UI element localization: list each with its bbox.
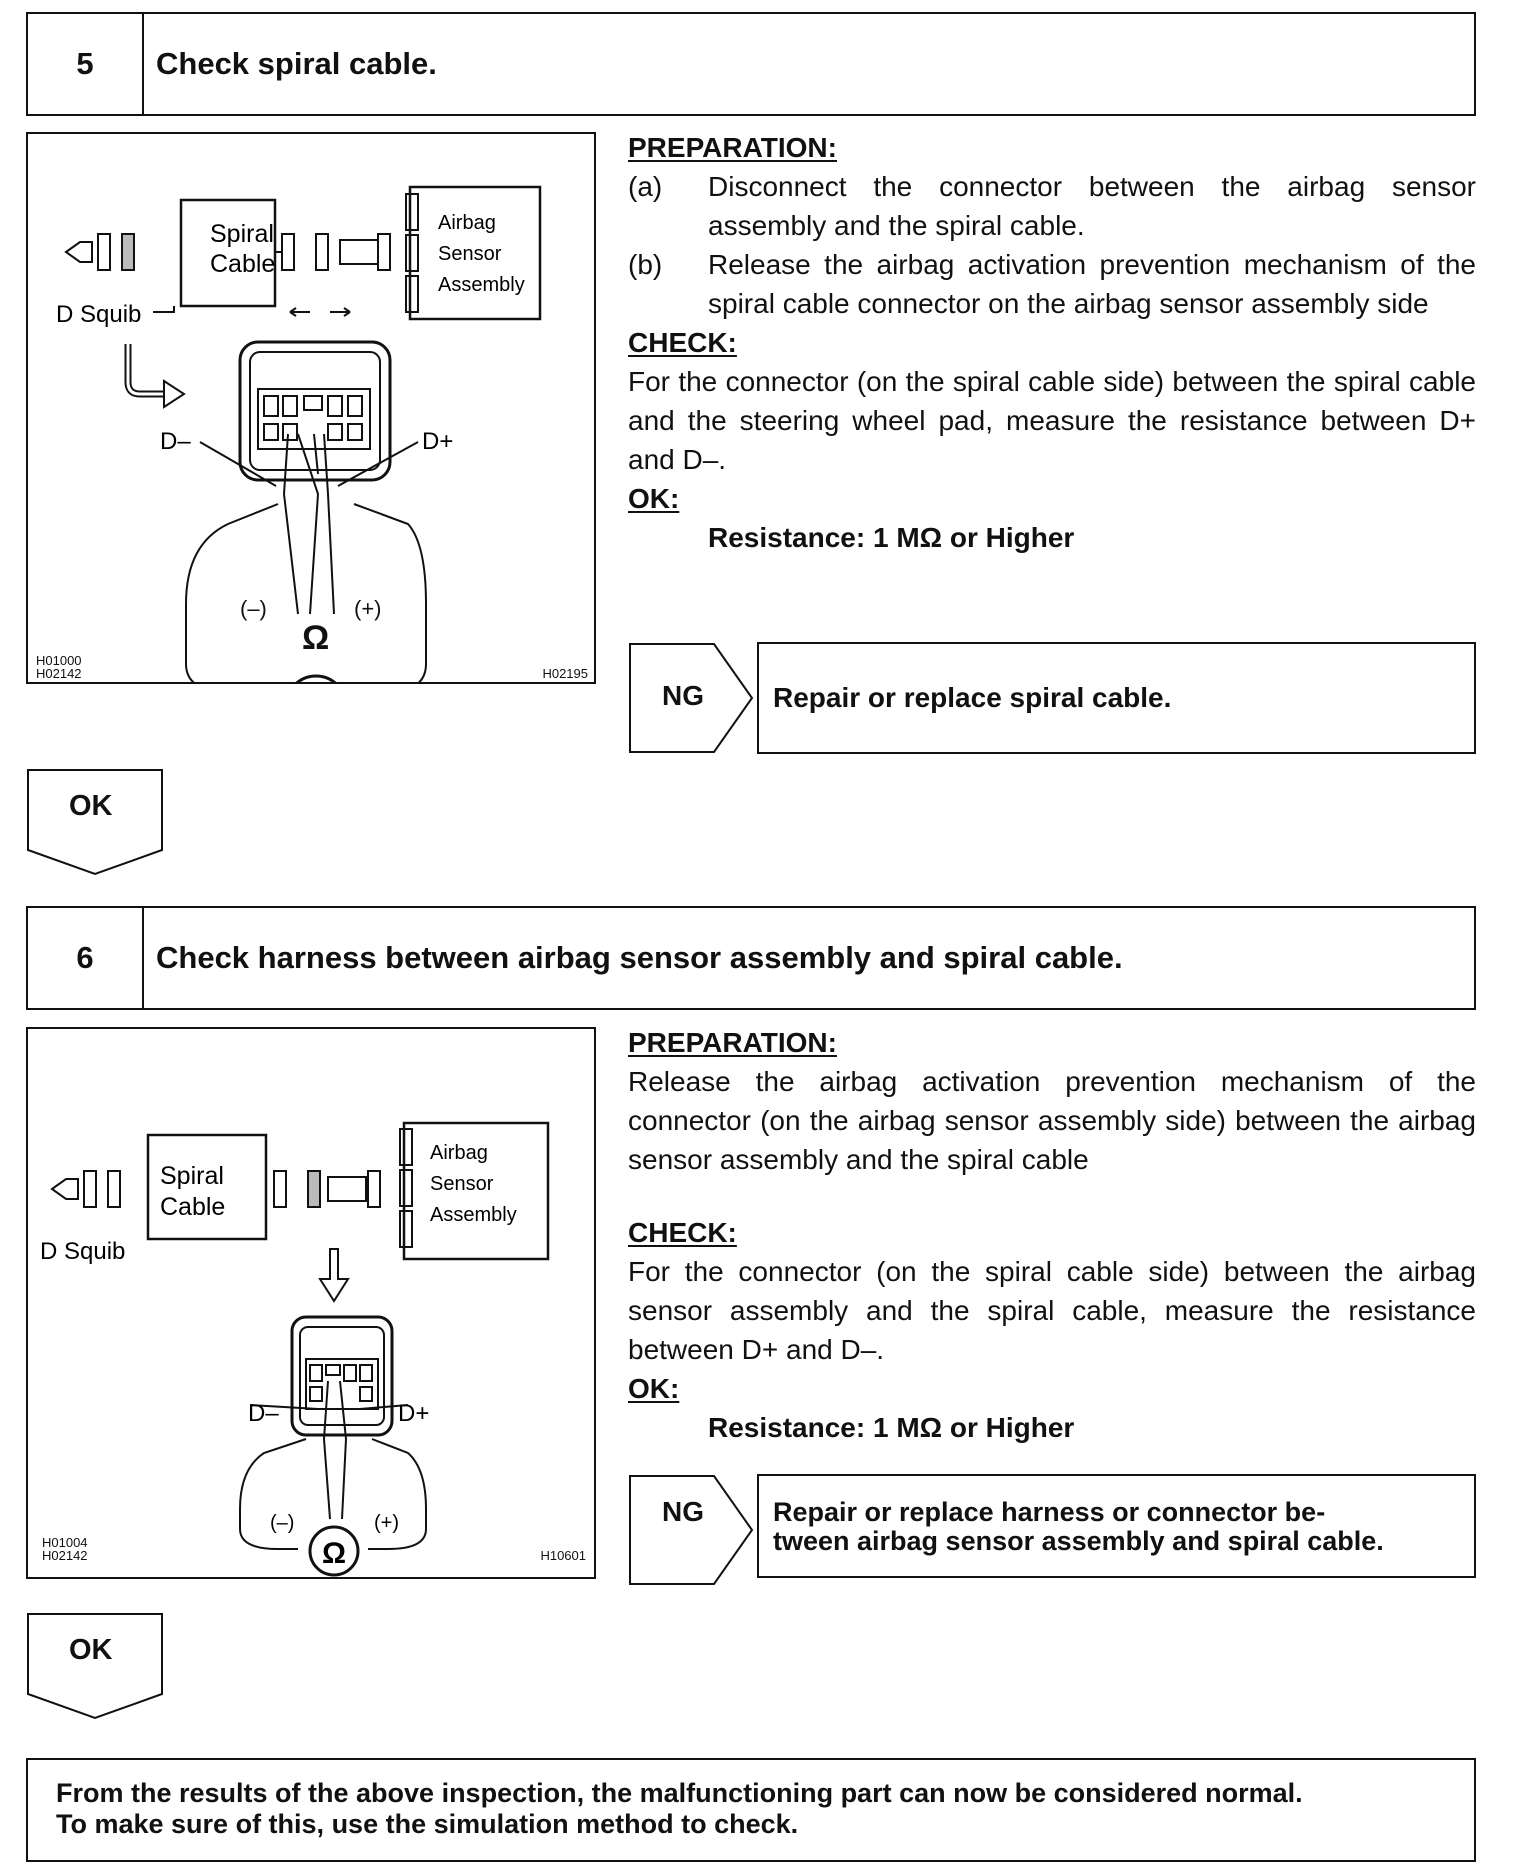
step-title: Check spiral cable. (156, 46, 437, 81)
meter-plus: (+) (354, 596, 382, 621)
ok-label: OK (69, 1634, 113, 1666)
ok-heading: OK: (628, 483, 680, 514)
ng-arrow-5 (629, 643, 754, 753)
step-5-header: 5 Check spiral cable. (26, 12, 1476, 116)
prep-item-text: Disconnect the connector between the air… (708, 171, 1476, 241)
ok-criteria: Resistance: 1 MΩ or Higher (708, 1412, 1075, 1443)
step-title: Check harness between airbag sensor asse… (156, 940, 1123, 975)
ok-arrow-6 (27, 1613, 163, 1720)
step-6-figure: Spiral Cable Airbag Sensor Assembly D Sq… (26, 1027, 596, 1579)
d-minus-label: D– (248, 1400, 279, 1427)
check-text: For the connector (on the spiral cable s… (628, 366, 1476, 475)
meter-minus: (–) (270, 1512, 294, 1534)
ng-action-box: Repair or replace harness or connector b… (757, 1474, 1476, 1578)
squib-label: D Squib (56, 301, 141, 328)
airbag-label-2: Sensor (430, 1173, 494, 1195)
d-plus-label: D+ (422, 428, 453, 455)
airbag-label-2: Sensor (438, 243, 502, 265)
airbag-label-1: Airbag (430, 1142, 488, 1164)
conclusion-line-1: From the results of the above inspection… (56, 1778, 1303, 1808)
ng-action-box: Repair or replace spiral cable. (757, 642, 1476, 754)
check-text: For the connector (on the spiral cable s… (628, 1256, 1476, 1365)
prep-text: Release the airbag activation prevention… (628, 1066, 1476, 1175)
spiral-label-1: Spiral (160, 1162, 224, 1190)
step-6-header: 6 Check harness between airbag sensor as… (26, 906, 1476, 1010)
step-number: 6 (28, 908, 144, 1008)
step-5-figure: Spiral Cable Airbag Sensor Assembly D Sq… (26, 132, 596, 738)
ohm-symbol: Ω (322, 1537, 346, 1570)
ng-action-text-line-2: tween airbag sensor assembly and spiral … (773, 1526, 1384, 1556)
check-heading: CHECK: (628, 1217, 737, 1248)
d-plus-label: D+ (398, 1400, 429, 1427)
figure-code-right: H02195 (542, 666, 588, 681)
figure-code-2: H02142 (42, 1548, 88, 1563)
ng-action-text: Repair or replace spiral cable. (773, 682, 1172, 713)
meter-minus: (–) (240, 596, 267, 621)
check-heading: CHECK: (628, 327, 737, 358)
spiral-label-1: Spiral (210, 220, 274, 248)
spiral-cable-diagram: Spiral Cable Airbag Sensor Assembly D Sq… (56, 185, 542, 738)
ng-label: NG (662, 680, 704, 711)
ok-label: OK (69, 790, 113, 822)
d-minus-label: D– (160, 428, 191, 455)
airbag-label-3: Assembly (438, 274, 525, 296)
figure-code-1: H01000 (36, 653, 82, 668)
ng-arrow-6 (629, 1475, 754, 1585)
airbag-label-3: Assembly (430, 1204, 517, 1226)
conclusion-box: From the results of the above inspection… (26, 1758, 1476, 1862)
ohm-symbol: Ω (302, 619, 330, 657)
figure-code-2: H02142 (36, 666, 82, 681)
spiral-label-2: Cable (160, 1193, 225, 1221)
ng-action-text-line-1: Repair or replace harness or connector b… (773, 1497, 1326, 1527)
ok-heading: OK: (628, 1373, 680, 1404)
ng-label: NG (662, 1496, 704, 1527)
ok-arrow-5 (27, 769, 163, 876)
harness-diagram: Spiral Cable Airbag Sensor Assembly D Sq… (40, 1121, 550, 1577)
squib-label: D Squib (40, 1238, 125, 1265)
figure-code-right: H10601 (540, 1548, 586, 1563)
conclusion-line-2: To make sure of this, use the simulation… (56, 1809, 799, 1839)
preparation-heading: PREPARATION: (628, 132, 837, 163)
figure-code-1: H01004 (42, 1535, 88, 1550)
prep-item-b: (b) Release the airbag activation preven… (628, 245, 1476, 323)
ok-criteria: Resistance: 1 MΩ or Higher (708, 522, 1075, 553)
prep-item-text: Release the airbag activation prevention… (708, 249, 1476, 319)
step-6-instructions: PREPARATION: Release the airbag activati… (628, 1023, 1476, 1447)
preparation-heading: PREPARATION: (628, 1027, 837, 1058)
prep-item-a: (a) Disconnect the connector between the… (628, 167, 1476, 245)
prep-item-label: (a) (628, 171, 663, 202)
step-number: 5 (28, 14, 144, 114)
airbag-label-1: Airbag (438, 212, 496, 234)
spiral-label-2: Cable (210, 250, 275, 278)
step-5-instructions: PREPARATION: (a) Disconnect the connecto… (628, 128, 1476, 557)
prep-item-label: (b) (628, 249, 663, 280)
meter-plus: (+) (374, 1512, 399, 1534)
